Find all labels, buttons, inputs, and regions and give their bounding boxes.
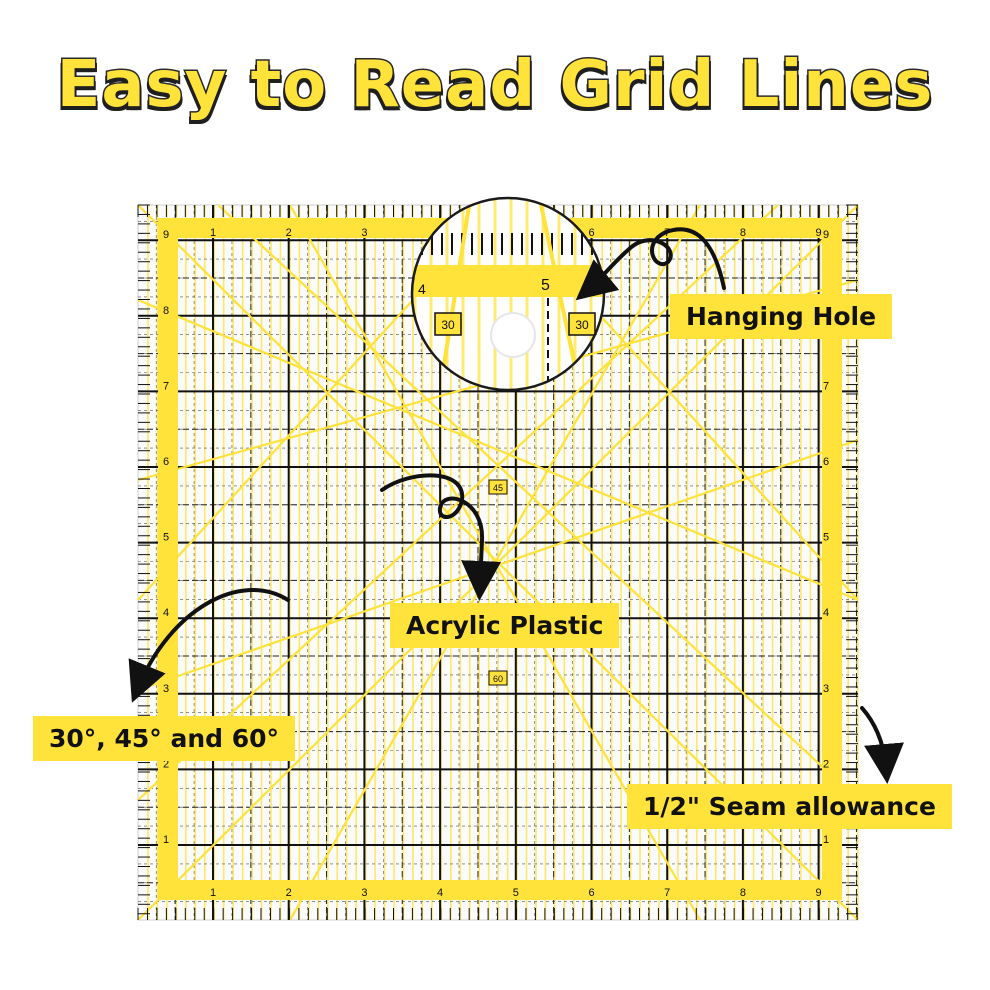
angle-badge-60: 60 [493,674,503,684]
right-inch-number: 2 [823,758,829,770]
top-inch-number: 3 [361,227,367,239]
lens-number-left: 4 [418,281,426,297]
angle-badge-45: 45 [493,483,503,493]
acrylic-plastic-label: Acrylic Plastic [390,603,620,648]
left-inch-number: 4 [163,607,169,619]
right-inch-number: 9 [823,229,829,241]
top-inch-number: 8 [740,227,746,239]
hanging-hole [490,312,536,358]
bottom-inch-number: 1 [210,887,216,899]
lens-angle-line [438,199,472,390]
angles-label: 30°, 45° and 60° [33,716,296,761]
right-inch-number: 5 [823,532,829,544]
seam-allowance-label: 1/2" Seam allowance [627,784,952,829]
angle-line [217,204,859,801]
top-inch-number: 1 [210,227,216,239]
callout-arrows [128,227,904,784]
right-inch-number: 7 [823,380,829,392]
lens-badge-left-box [434,312,462,336]
seam-allowance-arrow [860,706,904,784]
right-inch-number: 6 [823,456,829,468]
angles-arrow [128,588,290,703]
bottom-inch-number: 6 [588,887,594,899]
lens-content: 4 5 30 30 [412,198,604,390]
left-inch-number: 3 [163,683,169,695]
left-inch-number: 9 [163,229,169,241]
hanging-hole-label: Hanging Hole [670,294,893,339]
right-inch-number: 4 [823,607,829,619]
lens-badge-left: 30 [441,318,455,332]
right-inch-number: 3 [823,683,829,695]
left-inch-number: 2 [163,758,169,770]
magnifier-lens: 4 5 30 30 [410,196,606,392]
hanging-hole-arrow [575,227,726,301]
acrylic-plastic-arrow [380,473,502,601]
right-inch-number: 1 [823,834,829,846]
bottom-inch-number: 4 [437,887,443,899]
left-inch-number: 1 [163,834,169,846]
angle-badge-60-box [488,670,508,686]
left-inch-number: 5 [163,532,169,544]
lens-number-right: 5 [541,277,550,294]
lens-badge-right: 30 [575,318,589,332]
bottom-inch-number: 2 [286,887,292,899]
lens-angle-line [538,199,582,390]
top-inch-number: 2 [286,227,292,239]
bottom-inch-number: 3 [361,887,367,899]
angle-line [137,298,859,602]
left-inch-number: 7 [163,380,169,392]
top-inch-number: 6 [588,227,594,239]
angle-badge-45-box [488,479,508,495]
page-title: Easy to Read Grid Lines [55,47,934,124]
lens-seam-band [412,265,604,297]
lens-badge-right-box [568,312,596,336]
left-inch-number: 6 [163,456,169,468]
bottom-inch-number: 7 [664,887,670,899]
bottom-inch-number: 5 [513,887,519,899]
bottom-inch-number: 8 [740,887,746,899]
bottom-inch-number: 9 [816,887,822,899]
top-inch-number: 9 [816,227,822,239]
left-inch-number: 8 [163,305,169,317]
